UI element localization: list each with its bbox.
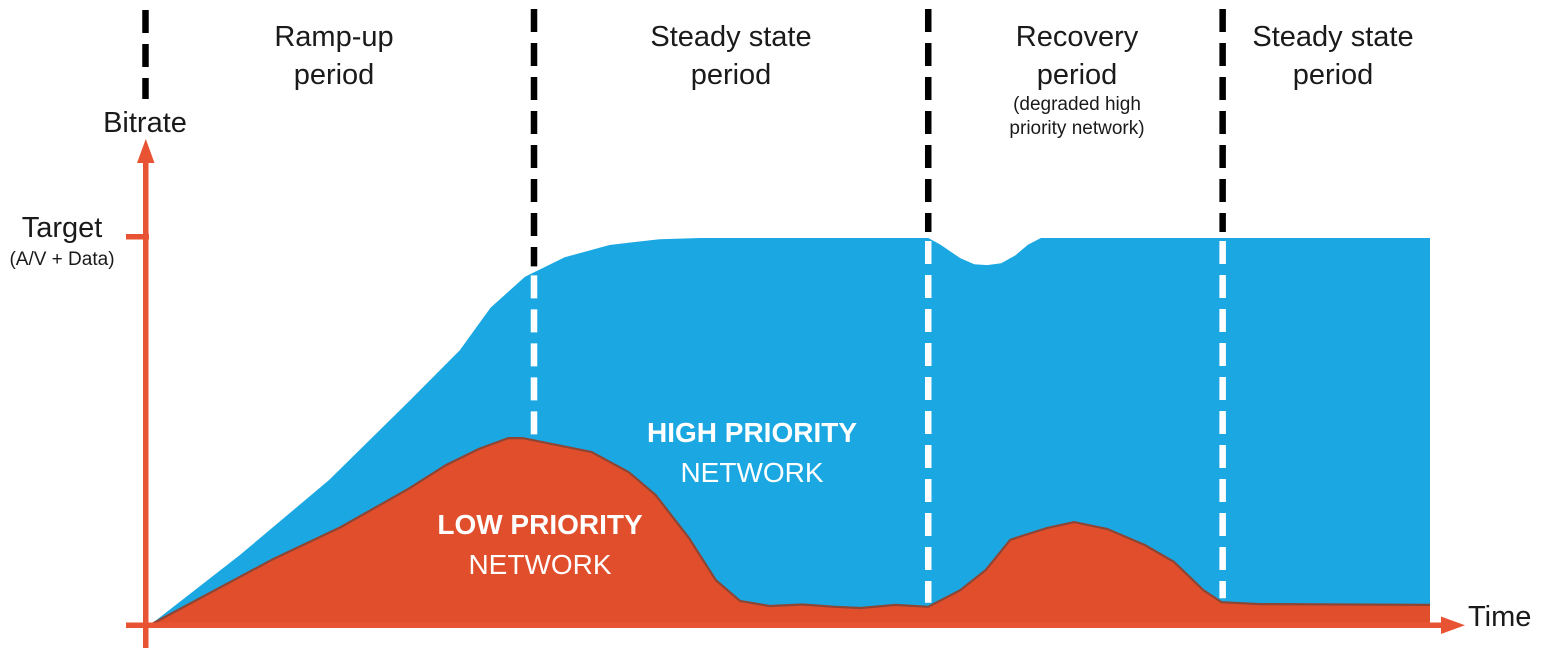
period-separator-dashed-lines: [142, 9, 1226, 603]
high-priority-label-line1: HIGH PRIORITY: [646, 417, 858, 448]
low-priority-label-line2: NETWORK: [468, 549, 612, 580]
x-axis-arrowhead: [1441, 616, 1465, 634]
y-axis-label: Bitrate: [103, 107, 187, 139]
high-priority-network-label: HIGH PRIORITY NETWORK: [647, 413, 857, 493]
period-label-steady-state-2: Steady state period: [1252, 21, 1414, 91]
target-sublabel: (A/V + Data): [9, 249, 115, 270]
x-axis-line: [126, 622, 1445, 628]
low-priority-area: [150, 438, 1430, 625]
period-label-ramp-up: Ramp-up period: [274, 21, 394, 91]
period-sublabel-recovery: (degraded high priority network): [1009, 94, 1145, 139]
high-priority-label-line2: NETWORK: [680, 457, 824, 488]
low-priority-outline: [149, 437, 1431, 626]
target-tick: [126, 234, 149, 240]
period-label-steady-state-1: Steady state period: [650, 21, 812, 91]
low-priority-label-line1: LOW PRIORITY: [437, 509, 643, 540]
period-label-recovery: Recovery period: [1015, 21, 1139, 91]
axes: [126, 139, 1465, 648]
x-axis-label: Time: [1468, 601, 1532, 633]
y-axis-line: [143, 156, 149, 648]
target-label-block: Target (A/V + Data): [0, 209, 127, 271]
low-priority-network-label: LOW PRIORITY NETWORK: [437, 505, 642, 585]
target-label: Target: [21, 212, 103, 244]
y-axis-arrowhead: [137, 139, 155, 163]
